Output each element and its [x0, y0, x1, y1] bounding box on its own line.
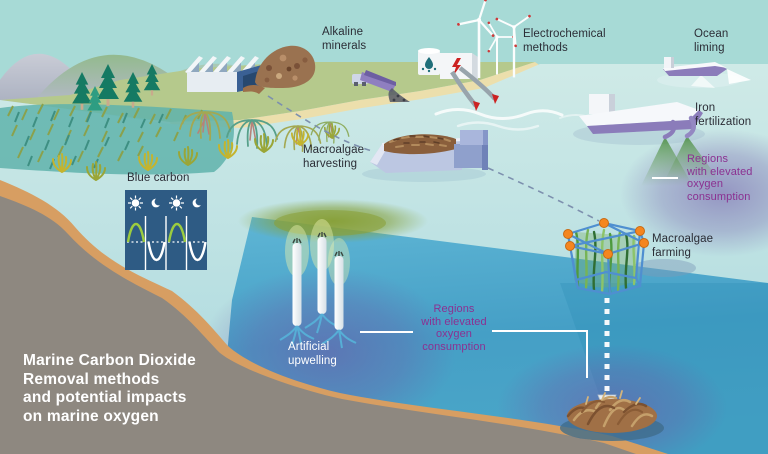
oxygen-wave-chart	[126, 222, 207, 262]
label-artificial-upwelling: Artificial upwelling	[288, 341, 337, 367]
harvesting-ship-icon	[362, 130, 488, 182]
label-macroalgae-farming: Macroalgae farming	[652, 233, 714, 259]
electrochemical-plant-icon	[418, 48, 478, 81]
iron-ship-icon	[573, 94, 719, 186]
label-macroalgae-harvesting: Macroalgae harvesting	[303, 144, 365, 170]
buoys-icon	[563, 218, 649, 259]
sun-icon	[128, 195, 143, 211]
label-blue-carbon: Blue carbon	[127, 172, 190, 184]
seafloor	[0, 180, 668, 454]
seagrass-icon	[52, 122, 341, 181]
upwelling-group	[238, 199, 428, 349]
outfall-pipes-icon	[450, 66, 499, 111]
moon-icon	[192, 197, 204, 208]
conifer-trees-icon	[72, 64, 161, 111]
label-oxygen-region-center: Regions with elevated oxygen consumption	[421, 303, 487, 353]
moon-icon	[151, 197, 163, 208]
seaweed-pile-icon	[560, 390, 664, 441]
mineral-pile-icon	[255, 45, 316, 88]
sun-icon	[169, 195, 184, 211]
factory-icon	[185, 56, 265, 94]
macroalgae-cage-icon	[563, 218, 696, 296]
label-electrochemical-methods: Electrochemical methods	[523, 28, 606, 54]
route-dashed-line	[267, 95, 600, 222]
leader-lines	[360, 177, 678, 378]
wind-turbines-icon	[457, 0, 531, 78]
label-oxygen-region-right: Regions with elevated oxygen consumption	[687, 153, 753, 203]
conveyor-truck-icon	[352, 70, 410, 102]
label-ocean-liming: Ocean liming	[694, 28, 729, 54]
blue-carbon-panel	[125, 190, 207, 270]
upwelling-pipes-icon	[279, 219, 357, 349]
infographic-title: Marine Carbon Dioxide Removal methods an…	[23, 352, 197, 425]
liming-ship-icon	[657, 57, 751, 88]
label-iron-fertilization: Iron fertilization	[695, 102, 752, 128]
label-alkaline-minerals: Alkaline minerals	[322, 26, 367, 52]
